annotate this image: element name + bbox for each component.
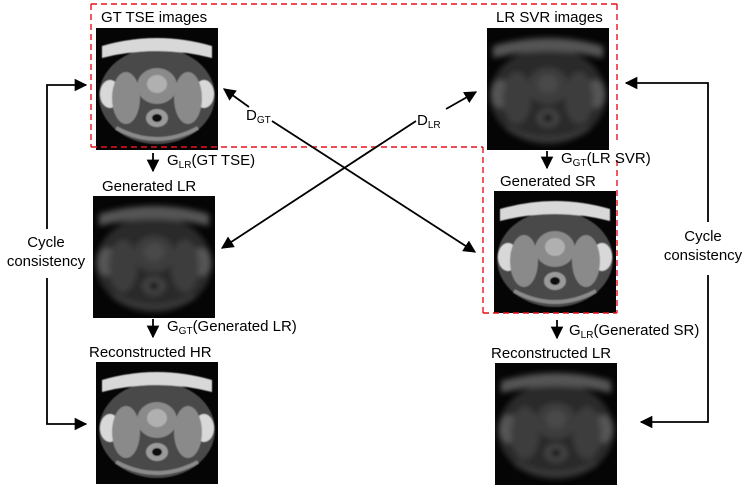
mri-slice-graphic (495, 363, 617, 485)
g-lr-generated-sr-label: GLR(Generated SR) (569, 322, 700, 341)
g-gt2-sub: GT (178, 326, 193, 337)
reconstructed-hr-title: Reconstructed HR (89, 344, 212, 361)
g-gt2-main: G (167, 318, 179, 335)
generated-sr-title: Generated SR (500, 173, 596, 190)
reconstructed-hr-image (96, 362, 218, 484)
g-gt-sub: GT (572, 158, 587, 169)
d-gt-label: DGT (246, 107, 271, 126)
d-lr-sub: LR (427, 120, 441, 131)
lr-svr-images-title: LR SVR images (496, 9, 603, 26)
g-lr-gt-tse-label: GLR(GT TSE) (167, 152, 256, 171)
generated-lr-title: Generated LR (102, 178, 197, 195)
g-lr-arg: (GT TSE) (191, 152, 256, 169)
d-gt-sub: GT (256, 115, 271, 126)
generated-lr-image (93, 196, 215, 318)
generated-sr-image (494, 191, 616, 313)
right-cycle-line1: Cycle (684, 228, 722, 245)
mri-slice-graphic (96, 28, 218, 150)
left-cycle-consistency-label: Cycle consistency (0, 233, 92, 271)
g-gt-main: G (561, 150, 573, 167)
g-gt-lr-svr-label: GGT(LR SVR) (561, 150, 651, 169)
left-cycle-line1: Cycle (27, 234, 65, 251)
gt-tse-images-title: GT TSE images (101, 9, 208, 26)
mri-slice-graphic (487, 28, 609, 150)
g-lr-main: G (167, 152, 179, 169)
mri-slice-graphic (96, 362, 218, 484)
mri-slice-graphic (93, 196, 215, 318)
right-cycle-line2: consistency (663, 247, 743, 264)
gt-tse-image (96, 28, 218, 150)
g-lr2-sub: LR (580, 330, 594, 341)
lr-svr-image (487, 28, 609, 150)
mri-slice-graphic (494, 191, 616, 313)
g-lr2-arg: (Generated SR) (593, 322, 700, 339)
d-gt-main: D (246, 107, 257, 124)
g-gt2-arg: (Generated LR) (192, 318, 297, 335)
g-gt-arg: (LR SVR) (586, 150, 651, 167)
g-lr2-main: G (569, 322, 581, 339)
reconstructed-lr-title: Reconstructed LR (491, 345, 612, 362)
d-lr-main: D (417, 112, 428, 129)
d-lr-label: DLR (417, 112, 441, 131)
reconstructed-lr-image (495, 363, 617, 485)
left-cycle-line2: consistency (6, 253, 86, 270)
g-gt-generated-lr-label: GGT(Generated LR) (167, 318, 297, 337)
g-lr-sub: LR (178, 160, 192, 171)
right-cycle-consistency-label: Cycle consistency (657, 227, 749, 265)
